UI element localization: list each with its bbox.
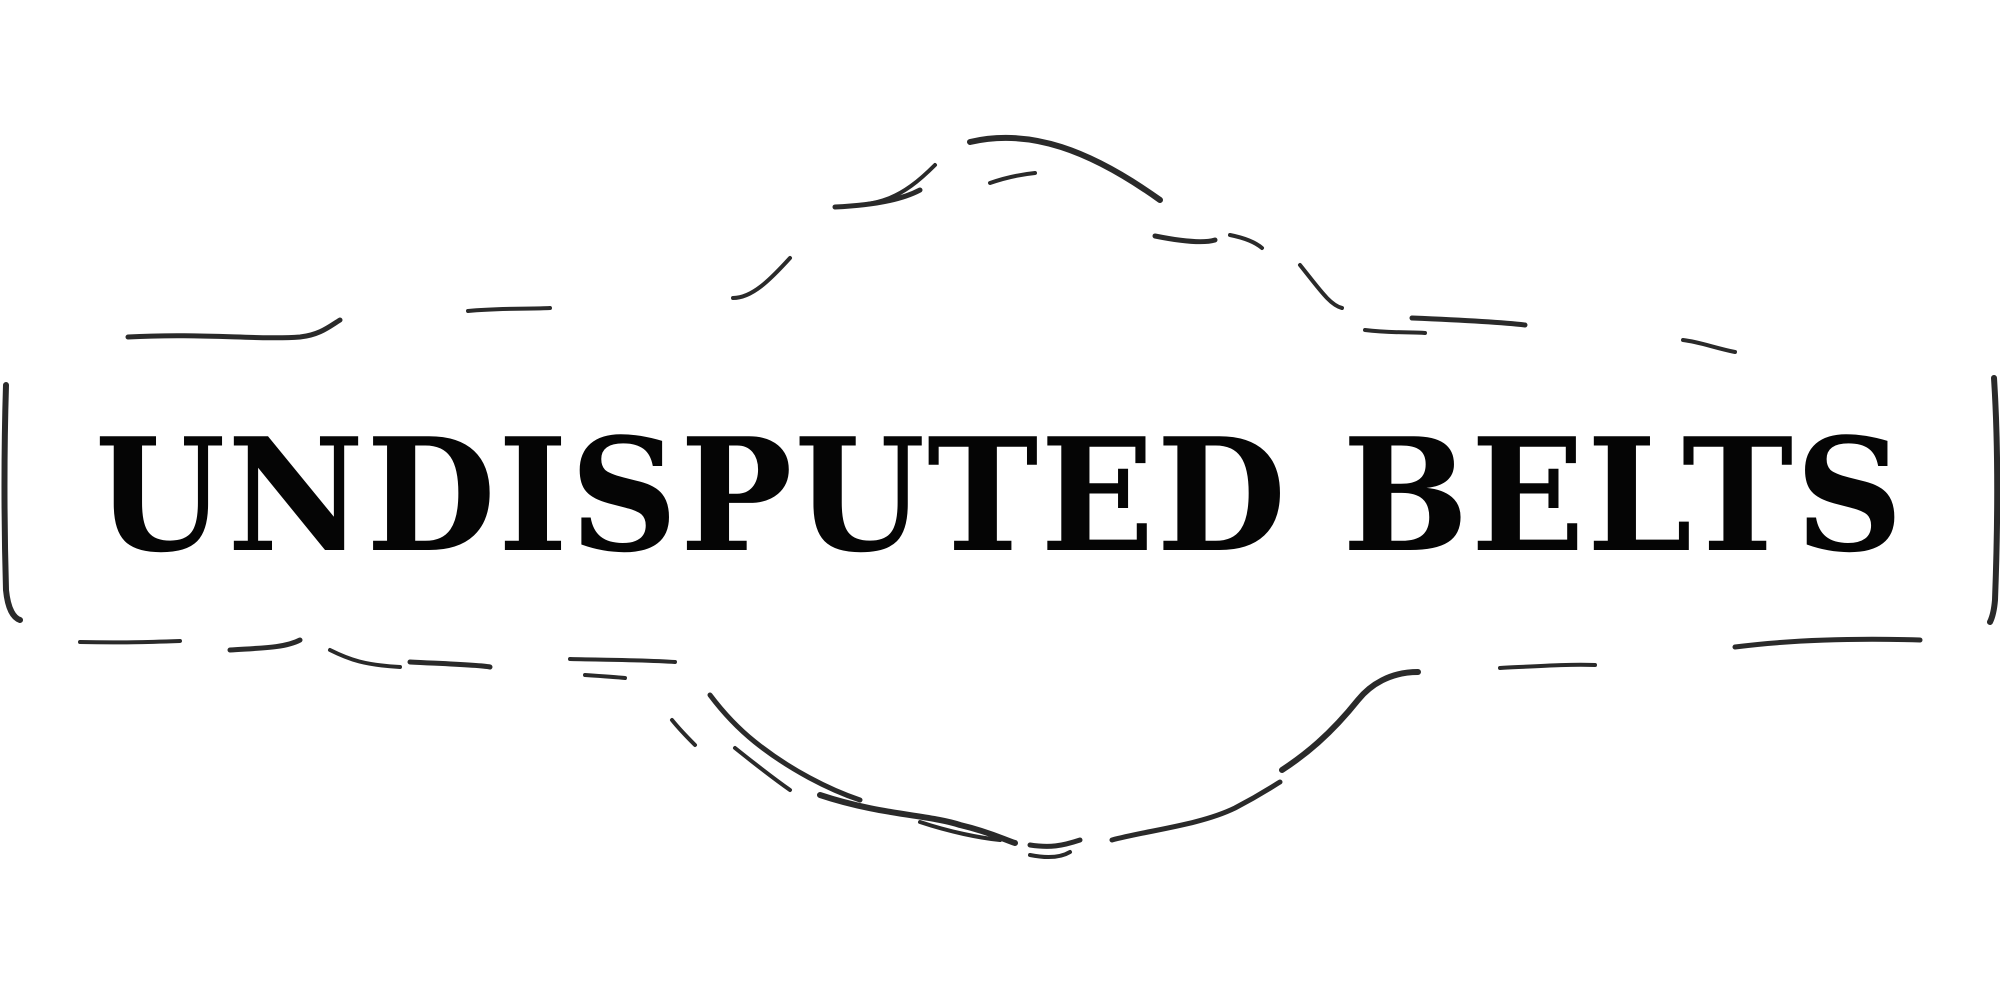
brand-name: UNDISPUTED BELTS	[94, 404, 1906, 587]
